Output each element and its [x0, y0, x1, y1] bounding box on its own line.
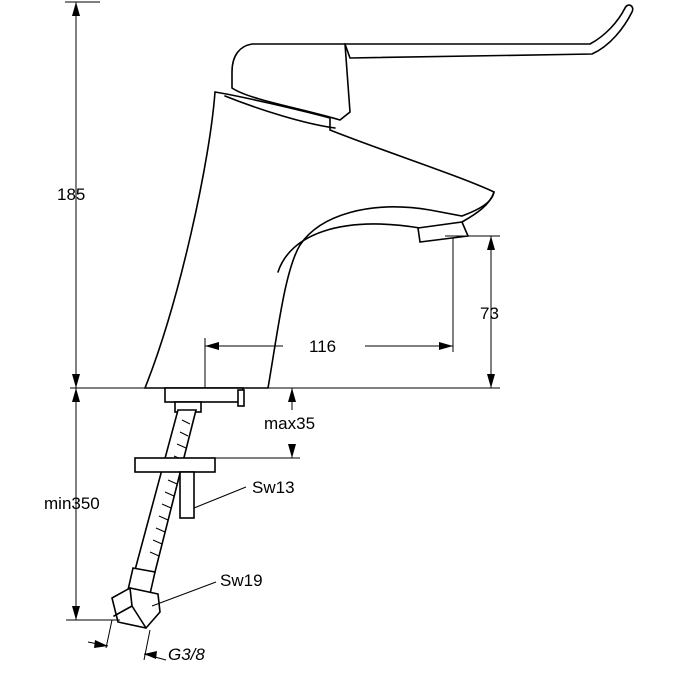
- dim-max35: [215, 388, 300, 459]
- mounting-parts: [111, 387, 245, 629]
- label-116: 116: [309, 337, 337, 356]
- label-max35: max35: [264, 414, 316, 433]
- dim-73: [445, 235, 500, 388]
- label-sw13: Sw13: [252, 478, 295, 497]
- faucet-body: [143, 4, 634, 389]
- label-g3-8: G3/8: [168, 645, 205, 664]
- dim-185: [65, 1, 100, 388]
- leader-sw13: [193, 486, 247, 509]
- label-sw19: Sw19: [220, 571, 263, 590]
- dim-g3-8: [87, 619, 167, 661]
- label-73: 73: [480, 304, 499, 323]
- label-min350: min350: [44, 494, 100, 513]
- dim-116: [204, 238, 454, 388]
- dim-min350: [66, 388, 120, 621]
- leader-sw19: [151, 581, 217, 607]
- label-185: 185: [57, 185, 86, 204]
